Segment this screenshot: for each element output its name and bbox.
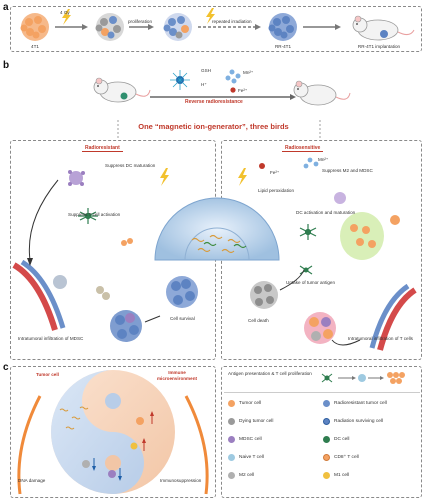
uptake-label: Uptake of tumor antigen	[286, 280, 336, 285]
tumor-mass-right-icon	[304, 312, 336, 344]
immunosuppression-label: Immunosuppression	[160, 478, 202, 483]
cell-rr-label: RR-4T1	[274, 44, 292, 49]
m1-cell-icon	[323, 471, 330, 479]
legend-item: CD8⁺ T cell	[323, 452, 418, 462]
surviving-cell-icon	[323, 417, 330, 425]
tumor-cluster-rr	[268, 13, 297, 41]
reverse-radioresistance-label: Reverse radioresistance	[185, 99, 243, 105]
dc-cell-icon	[78, 208, 98, 224]
yin-yang-graphic	[17, 370, 209, 495]
legend-item: M1 cell	[323, 470, 418, 480]
mouse-right-icon	[293, 80, 351, 106]
radioresistant-tumor-icon	[166, 276, 198, 308]
radioresistant-tag: Radioresistant	[82, 145, 123, 152]
legend-item: Naive T cell	[228, 452, 323, 462]
dose-label: 4 Gy	[60, 10, 70, 15]
mdsc-cell-icon	[228, 435, 235, 443]
tumor-cell-icon	[228, 399, 235, 407]
dc-cell-icon	[299, 224, 317, 240]
dna-damage-label: DNA damage	[18, 478, 46, 483]
radiation-bolt-icon	[62, 9, 71, 25]
h-label: H⁺	[201, 82, 207, 87]
legend-item: DC cell	[323, 434, 418, 444]
mdsc-cell-icon	[68, 170, 85, 186]
fe-label: Fe²⁺	[238, 88, 248, 93]
proliferation-label: proliferation	[128, 19, 153, 24]
radiation-bolt-icon	[206, 8, 215, 24]
panel-c-label: c	[3, 362, 9, 373]
cd8-t-cell-icon	[323, 453, 330, 461]
panel-b-main-graphic	[12, 157, 417, 351]
dc-cell-icon	[323, 435, 330, 443]
suppress-m2-label: Suppress M2 and MDSC	[322, 168, 373, 173]
repeated-irradiation-label: repeated irradiation	[212, 19, 252, 24]
fe-ion-icon	[259, 163, 265, 169]
dc-activation-label: DC activation and maturation	[296, 210, 356, 215]
immune-micro-title: Immune microenvironment	[156, 370, 198, 381]
panel-a-box	[10, 6, 422, 52]
legend-item: MDSC cell	[228, 434, 323, 444]
suppress-t-label: Suppress T cell activation	[68, 212, 121, 217]
legend-divider	[224, 392, 420, 393]
implant-label: RR-4T1 implantation	[357, 44, 401, 49]
legend-grid: Tumor cell Radioresistant tumor cell Dyi…	[228, 398, 418, 480]
suppress-dc-label: Suppress DC maturation	[105, 163, 156, 168]
radiosensitive-tag: Radiosensitive	[282, 145, 324, 152]
fe2-label: Fe²⁺	[270, 170, 280, 175]
panel-b-top-graphic	[93, 69, 351, 140]
m2-cells-icon	[96, 286, 110, 300]
panel-a-label: a	[3, 2, 9, 13]
mn2-label: Mn²⁺	[318, 157, 329, 162]
dying-tumor-icon	[250, 281, 278, 309]
mn-ions-icon	[225, 69, 241, 84]
legend-antigen-graphic	[321, 372, 405, 384]
legend-item: M2 cell	[228, 470, 323, 480]
tumor-cluster-proliferated	[163, 13, 192, 41]
legend-antigen-label: Antigen presentation & T cell proliferat…	[228, 371, 312, 376]
cell-death-label: Cell death	[248, 318, 269, 323]
nanoparticle-icon	[170, 70, 190, 90]
naive-t-cell-icon	[228, 453, 235, 461]
mouse-icon	[352, 15, 415, 41]
mn-ions-icon	[303, 157, 319, 169]
tumor-cell-title: Tumor cell	[36, 372, 59, 377]
lipid-label: Lipid peroxidation	[258, 188, 295, 193]
legend-item: Dying tumor cell	[228, 416, 323, 426]
legend-item: Radioresistant tumor cell	[323, 398, 418, 408]
mn-label: Mn²⁺	[243, 70, 254, 75]
dying-cell-icon	[228, 417, 235, 425]
radiation-bolt-icon	[238, 168, 247, 186]
legend-item: Radiation surviving cell	[323, 416, 418, 426]
macrophage-icon	[53, 275, 67, 289]
infiltration-mdsc-label: Intratumoral infiltration of MDSC	[18, 336, 84, 341]
radiation-bolt-icon	[160, 168, 169, 186]
mouse-left-icon	[93, 77, 151, 103]
lymph-node-icon	[340, 212, 384, 260]
legend-item: Tumor cell	[228, 398, 323, 408]
gsh-label: GSH	[201, 68, 211, 73]
tumor-cluster-irradiated	[95, 13, 124, 41]
tumor-mass-left-icon	[110, 310, 142, 342]
legend-box	[221, 366, 422, 498]
panel-a-graphic	[20, 8, 415, 41]
fe-ion-icon	[230, 87, 236, 93]
tumor-cluster-4t1	[20, 13, 49, 41]
uptake-dc-icon	[299, 265, 313, 275]
panel-b-label: b	[3, 60, 10, 71]
panel-c-box	[10, 366, 216, 498]
m2-cell-icon	[228, 471, 235, 479]
infiltration-t-label: Intratumoral infiltration of T cells	[348, 336, 413, 341]
m1-cell-icon	[334, 192, 400, 225]
cell-survival-label: Cell survival	[170, 316, 195, 321]
radioresistant-cell-icon	[323, 399, 330, 407]
cell-4t1-label: 4T1	[31, 44, 39, 49]
headline: One “magnetic ion-generator”, three bird…	[138, 122, 289, 131]
